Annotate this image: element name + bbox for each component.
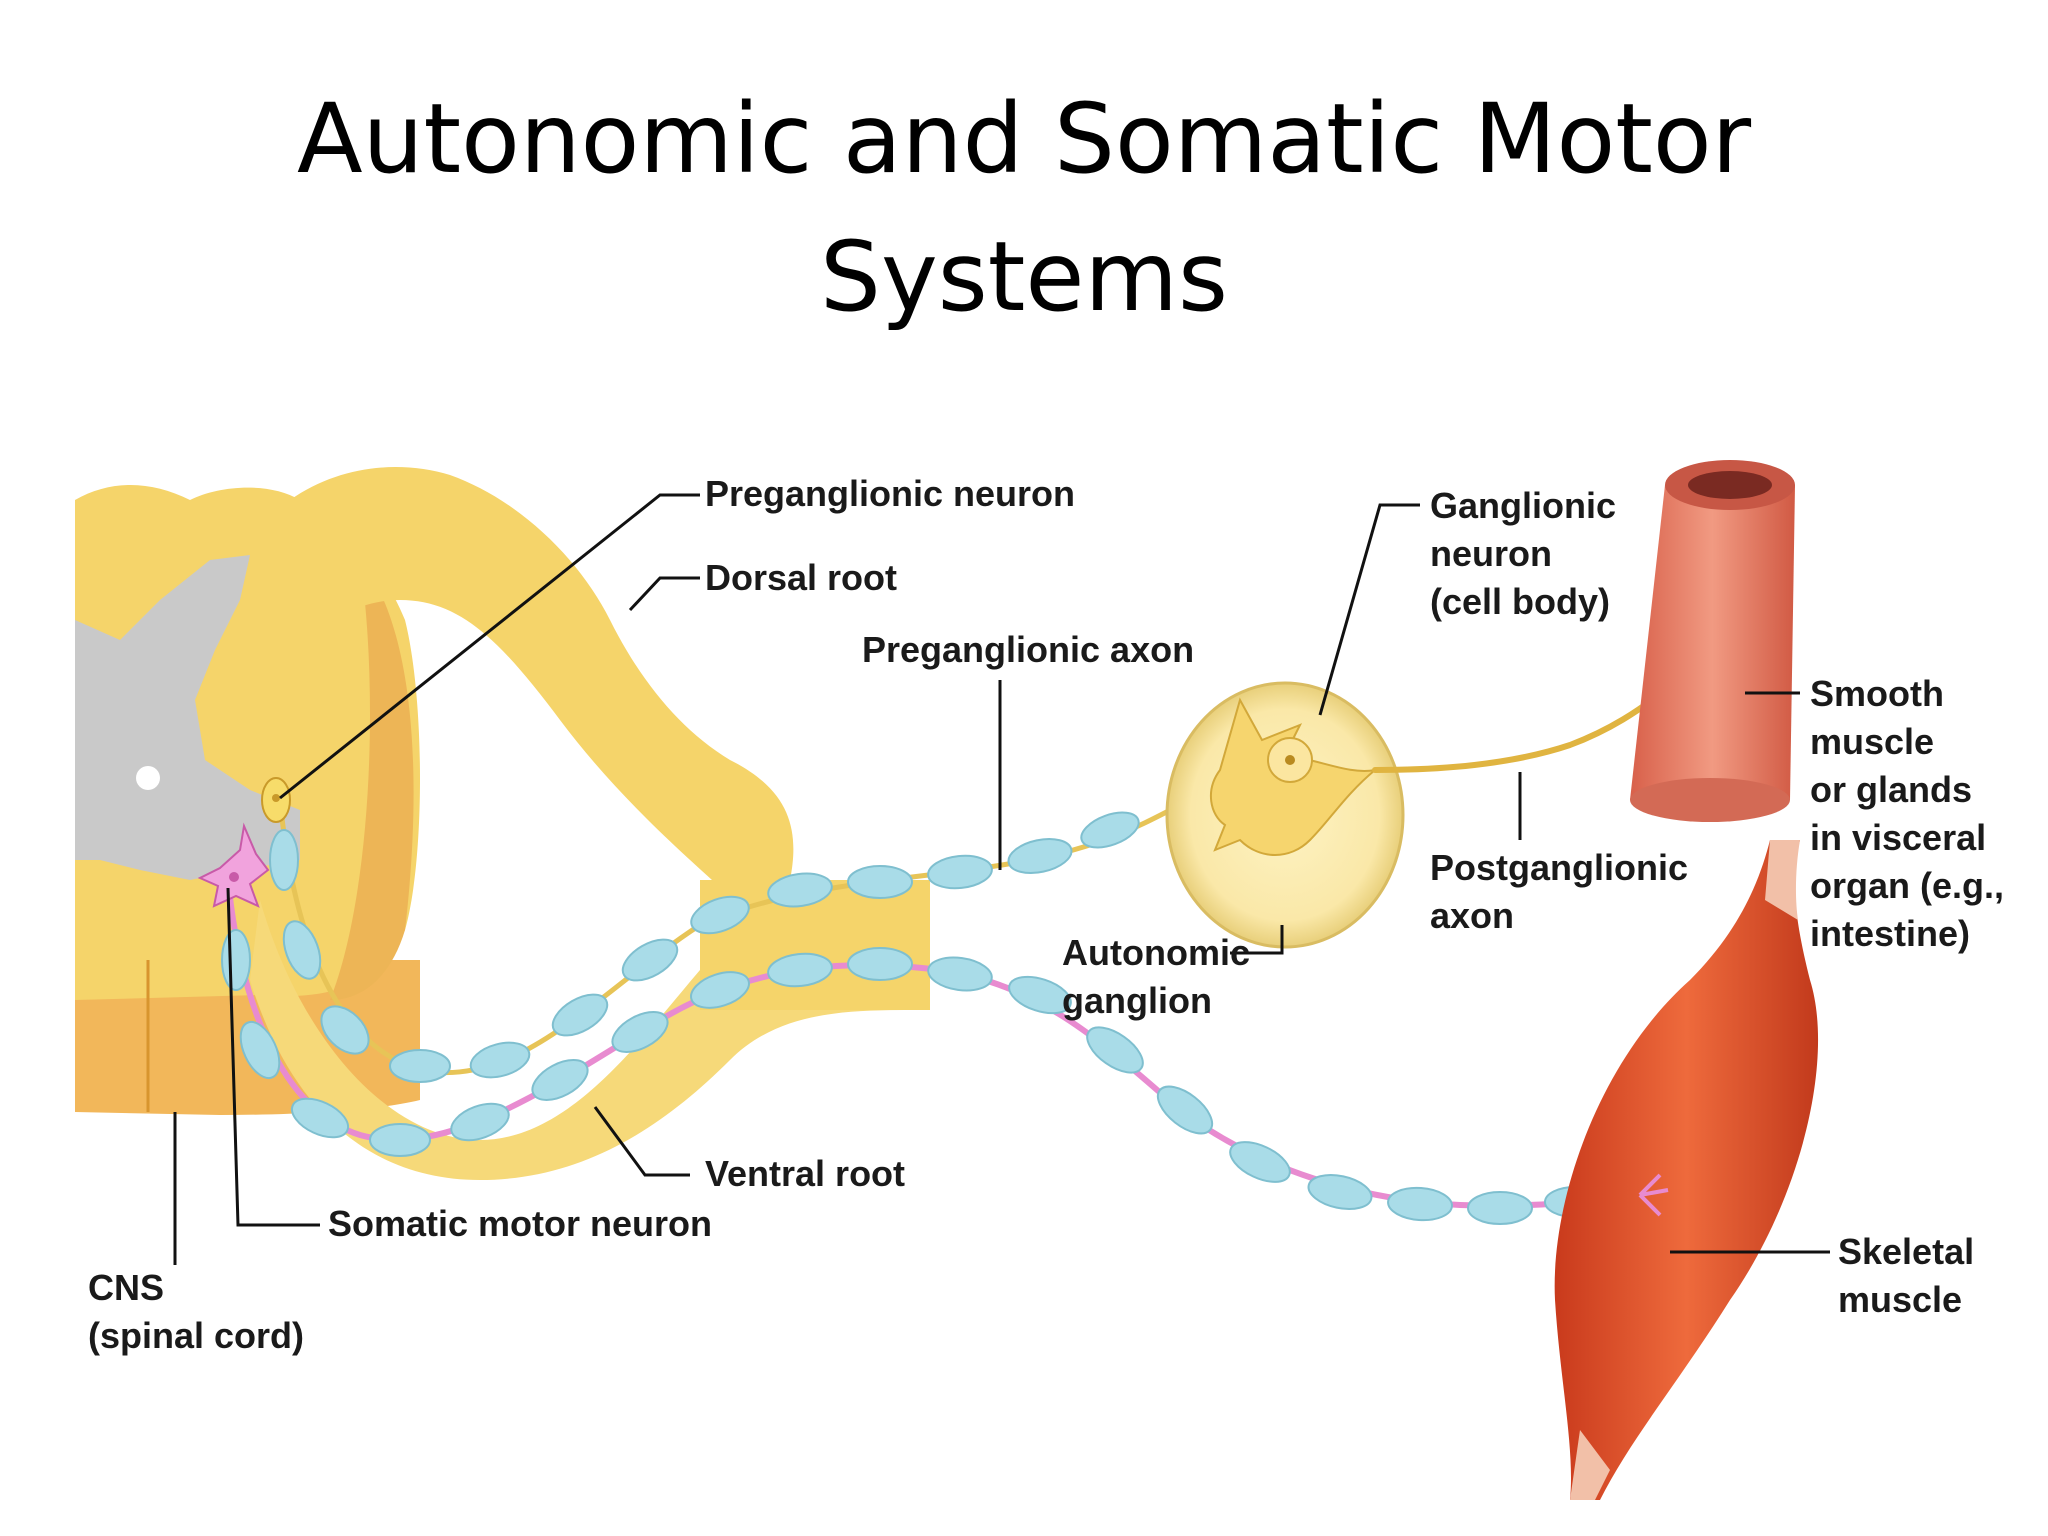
- leader-preganglionic-neuron: [279, 493, 700, 800]
- label-postganglionic-axon-line-1: Postganglionic: [1430, 847, 1688, 888]
- title-line-2: Systems: [820, 221, 1228, 333]
- autonomic-ganglion: [1165, 681, 1405, 949]
- label-ganglionic-neuron-line-2: neuron: [1430, 533, 1552, 574]
- label-dorsal-root: Dorsal root: [705, 557, 897, 598]
- leader-ganglionic-neuron: [1318, 503, 1420, 716]
- label-skeletal-muscle: Skeletal muscle: [1838, 1231, 1984, 1320]
- label-autonomic-ganglion-line-2: ganglion: [1062, 980, 1212, 1021]
- label-preganglionic-axon: Preganglionic axon: [862, 629, 1194, 670]
- label-smooth-muscle-line-3: or glands: [1810, 769, 1972, 810]
- label-preganglionic-neuron: Preganglionic neuron: [705, 473, 1075, 514]
- preganglionic-cell-body: [261, 777, 291, 823]
- label-autonomic-ganglion: Autonomic ganglion: [1062, 932, 1260, 1021]
- label-ganglionic-neuron-line-3: (cell body): [1430, 581, 1610, 622]
- skeletal-muscle: [1554, 840, 1819, 1500]
- label-smooth-muscle: Smooth muscle or glands in visceral orga…: [1810, 673, 2014, 954]
- slide-title: Autonomic and Somatic Motor Systems: [0, 70, 2048, 346]
- label-ventral-root: Ventral root: [705, 1153, 905, 1194]
- label-somatic-motor-neuron: Somatic motor neuron: [328, 1203, 712, 1244]
- somatic-motor-cell-body: [197, 822, 270, 908]
- label-cns: CNS (spinal cord): [88, 1267, 304, 1356]
- title-line-1: Autonomic and Somatic Motor: [296, 83, 1752, 195]
- label-smooth-muscle-line-5: organ (e.g.,: [1810, 865, 2004, 906]
- somatic-myelin: [221, 929, 1606, 1225]
- label-skeletal-muscle-line-1: Skeletal: [1838, 1231, 1974, 1272]
- smooth-muscle-tube: [1630, 460, 1795, 822]
- label-smooth-muscle-line-1: Smooth: [1810, 673, 1944, 714]
- central-canal: [136, 766, 160, 790]
- leader-autonomic-ganglion: [1230, 925, 1284, 955]
- leader-ventral-root: [593, 1106, 690, 1177]
- leader-somatic-motor-neuron: [226, 887, 320, 1227]
- preganglionic-myelin: [269, 811, 1140, 1083]
- label-cns-line-1: CNS: [88, 1267, 164, 1308]
- leader-dorsal-root: [628, 576, 700, 612]
- label-smooth-muscle-line-6: intestine): [1810, 913, 1970, 954]
- label-smooth-muscle-line-4: in visceral: [1810, 817, 1986, 858]
- leader-lines: [173, 493, 1830, 1265]
- label-smooth-muscle-line-2: muscle: [1810, 721, 1934, 762]
- label-ganglionic-neuron: Ganglionic neuron (cell body): [1430, 485, 1626, 622]
- label-cns-line-2: (spinal cord): [88, 1315, 304, 1356]
- labels: Preganglionic neuron Dorsal root Pregang…: [88, 473, 2014, 1356]
- dorsal-root: [290, 467, 794, 907]
- label-ganglionic-neuron-line-1: Ganglionic: [1430, 485, 1616, 526]
- spinal-cord-side: [330, 560, 414, 1000]
- label-autonomic-ganglion-line-1: Autonomic: [1062, 932, 1250, 973]
- gray-matter: [75, 555, 300, 880]
- label-postganglionic-axon: Postganglionic axon: [1430, 847, 1698, 936]
- label-postganglionic-axon-line-2: axon: [1430, 895, 1514, 936]
- label-skeletal-muscle-line-2: muscle: [1838, 1279, 1962, 1320]
